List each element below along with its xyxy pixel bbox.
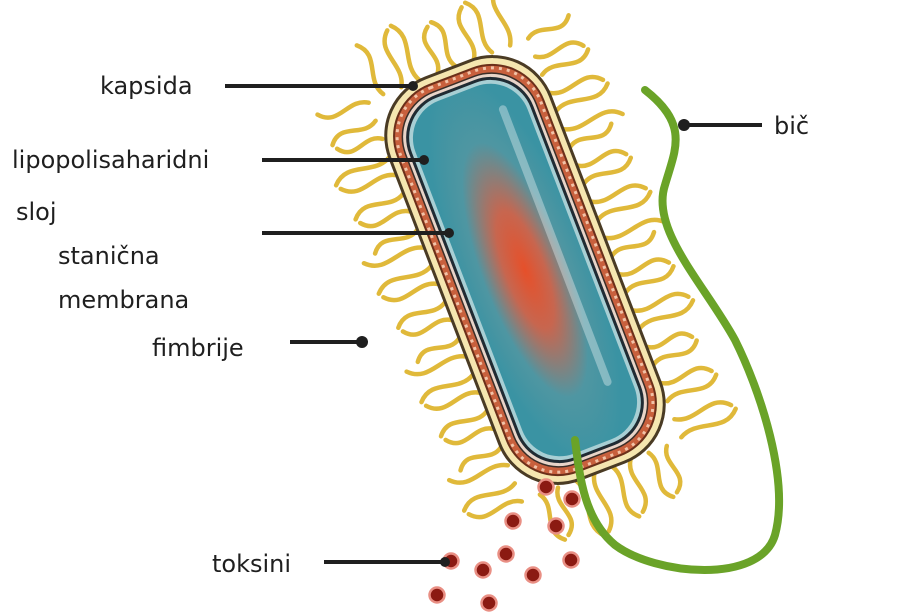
- fimbria: [549, 77, 603, 93]
- fimbria: [535, 43, 583, 58]
- fimbria: [598, 192, 651, 220]
- toxin-dot: [430, 588, 445, 603]
- fimbria: [422, 375, 474, 403]
- toxin-dot: [482, 596, 497, 611]
- fimbria: [385, 30, 402, 87]
- fimbria: [612, 467, 639, 517]
- fimbria: [493, 0, 510, 45]
- fimbria: [360, 211, 410, 226]
- toxin-dot: [549, 519, 564, 534]
- fimbria: [407, 356, 467, 374]
- leader-membrane-dot: [444, 228, 454, 238]
- fimbria: [337, 138, 383, 152]
- fimbria: [605, 220, 666, 238]
- fimbria: [563, 111, 623, 129]
- fimbria: [341, 175, 397, 192]
- toxin-dot: [526, 568, 541, 583]
- toxin-dot: [476, 563, 491, 578]
- fimbria: [661, 368, 712, 383]
- toxin-dot: [564, 553, 579, 568]
- fimbria: [681, 409, 735, 438]
- toxin-dot: [565, 492, 580, 507]
- fimbria: [459, 7, 475, 59]
- fimbria: [528, 15, 568, 38]
- fimbria: [446, 428, 494, 443]
- toxin-dot: [539, 480, 554, 495]
- leader-toksini-dot: [440, 557, 450, 567]
- fimbria: [379, 266, 432, 294]
- fimbria: [465, 3, 492, 53]
- label-lipopolysaccharide-line2: sloj: [16, 200, 57, 224]
- label-lipopolysaccharide-line1: lipopolisaharidni: [12, 148, 209, 172]
- fimbria: [364, 247, 424, 265]
- toxin-dot: [506, 514, 521, 529]
- fimbria: [318, 102, 369, 117]
- label-membrane-line1: stanična: [58, 244, 160, 268]
- fimbria: [640, 300, 693, 328]
- label-bic: bič: [774, 114, 809, 138]
- fimbria: [674, 402, 731, 419]
- fimbria: [666, 446, 680, 492]
- fimbria: [647, 333, 693, 347]
- fimbria: [556, 84, 608, 112]
- fimbria: [449, 465, 508, 483]
- fimbria: [464, 483, 515, 510]
- fimbria: [591, 185, 646, 202]
- fimbria: [424, 27, 438, 74]
- leader-lps-dot: [419, 155, 429, 165]
- fimbria: [633, 294, 689, 311]
- fimbria: [619, 259, 669, 274]
- fimbria: [391, 26, 420, 80]
- fimbria: [383, 284, 438, 301]
- leader-fimbrije-dot: [356, 336, 368, 348]
- label-kapsida: kapsida: [100, 74, 193, 98]
- leader-kapsida-dot: [408, 81, 418, 91]
- toxin-dot: [499, 547, 514, 562]
- label-toksini: toksini: [212, 552, 291, 576]
- fimbria: [630, 460, 646, 512]
- fimbria: [403, 320, 452, 335]
- label-fimbrije: fimbrije: [152, 336, 244, 360]
- fimbria: [426, 392, 480, 408]
- leader-bic-dot: [678, 119, 690, 131]
- label-membrane-line2: membrana: [58, 288, 189, 312]
- fimbria: [577, 151, 626, 166]
- fimbria: [667, 375, 716, 402]
